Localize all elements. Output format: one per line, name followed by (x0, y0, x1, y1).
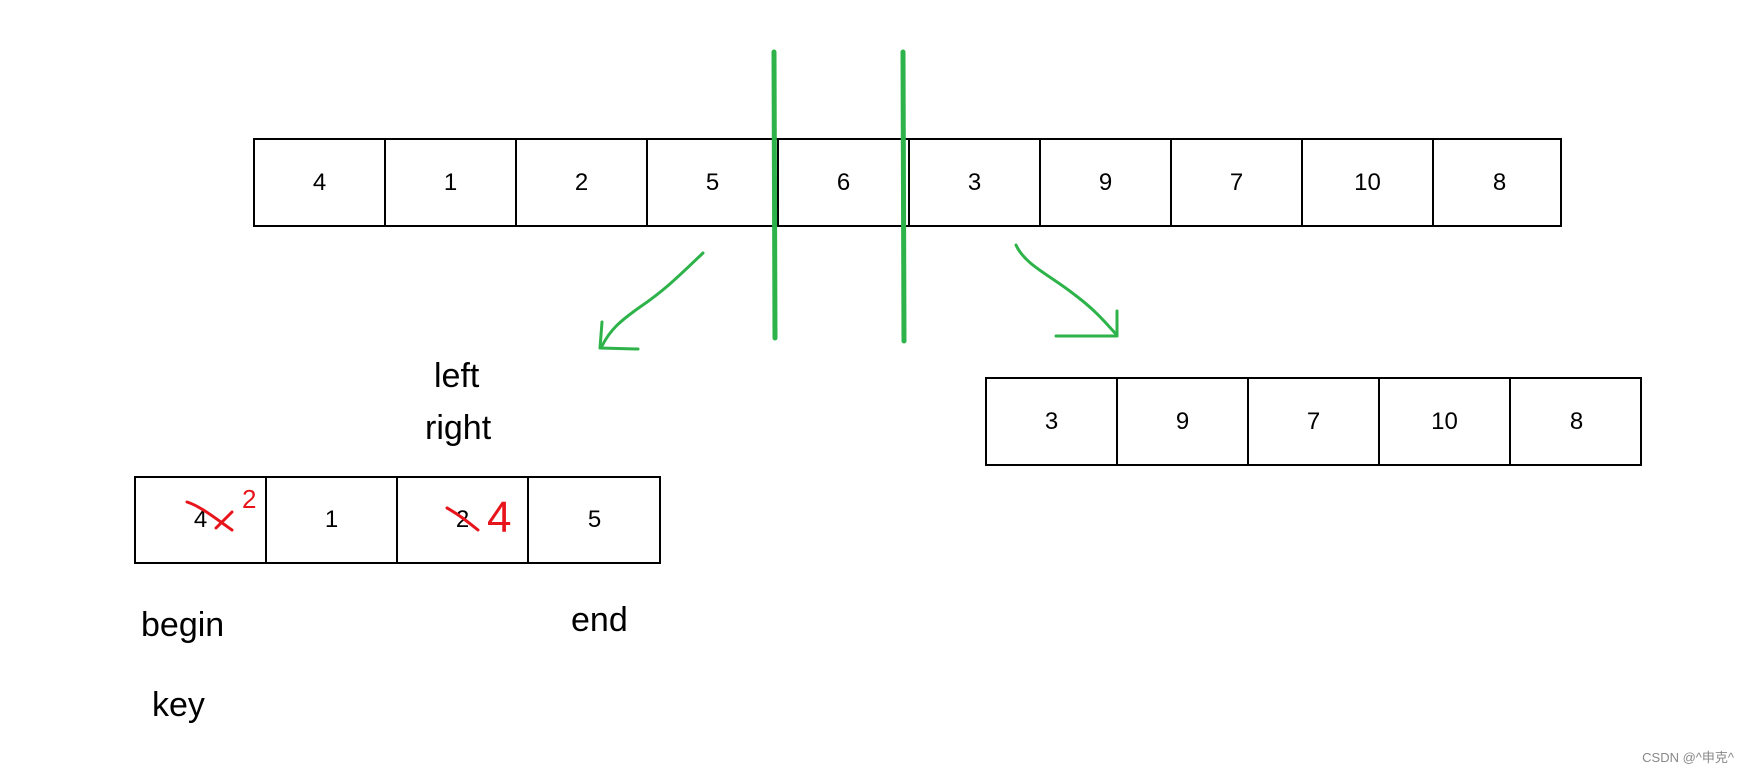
original-array: 4 1 2 5 6 3 9 7 10 8 (253, 138, 1562, 227)
subarray-cell: 8 (1569, 407, 1584, 435)
subarray-cell: 4 (136, 478, 267, 562)
subarray-cell: 2 (398, 478, 529, 562)
left-pointer-label: left (434, 357, 480, 395)
right-pointer-label: right (425, 409, 492, 447)
left-subarray: 4 1 2 5 (134, 476, 661, 564)
array-cell: 7 (1172, 140, 1303, 225)
array-cell-pivot: 6 (779, 140, 910, 225)
end-pointer-label: end (571, 601, 628, 639)
array-cell: 9 (1041, 140, 1172, 225)
key-pointer-label: key (152, 686, 205, 724)
subarray-cell: 7 (1249, 379, 1380, 464)
subarray-cell: 5 (587, 506, 602, 533)
subarray-cell: 3 (987, 379, 1118, 464)
subarray-cell: 1 (267, 478, 398, 562)
array-cell: 1 (386, 140, 517, 225)
split-arrow-right-icon (1014, 243, 1119, 338)
array-cell: 8 (1492, 168, 1507, 196)
subarray-cell: 10 (1380, 379, 1511, 464)
subarray-cell: 9 (1118, 379, 1249, 464)
array-cell: 2 (517, 140, 648, 225)
array-cell: 10 (1303, 140, 1434, 225)
array-cell: 4 (255, 140, 386, 225)
array-cell: 5 (648, 140, 779, 225)
array-cell: 3 (910, 140, 1041, 225)
watermark: CSDN @^申克^ (1642, 750, 1734, 765)
begin-pointer-label: begin (141, 606, 225, 644)
split-arrow-left-icon (598, 251, 705, 351)
right-subarray: 3 9 7 10 8 (985, 377, 1642, 466)
